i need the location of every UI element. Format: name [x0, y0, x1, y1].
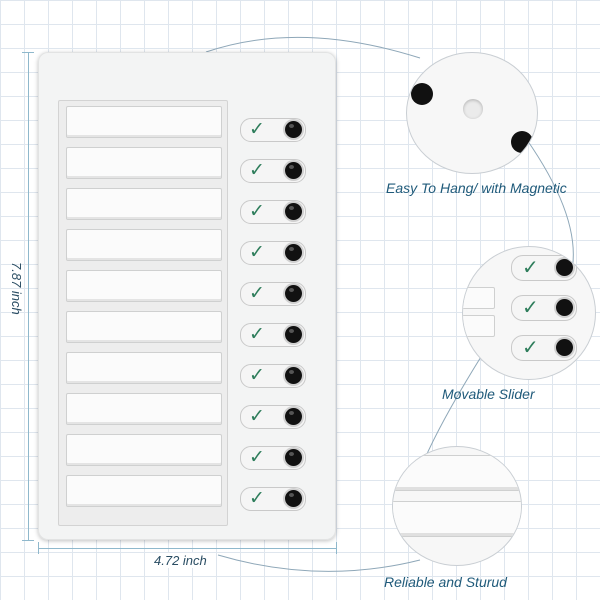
- check-icon: ✓: [249, 282, 265, 304]
- slider-detail-circle: ✓ ✓ ✓: [462, 246, 596, 380]
- slider-track[interactable]: ✓: [240, 323, 306, 347]
- task-slot: [66, 106, 222, 138]
- check-icon: ✓: [249, 405, 265, 427]
- height-dimension-tick-top: [22, 52, 34, 53]
- width-dimension-tick-right: [336, 542, 337, 554]
- slider-knob-icon: [556, 339, 573, 356]
- material-detail-circle: [392, 446, 522, 566]
- task-slot: [66, 475, 222, 507]
- check-icon: ✓: [249, 159, 265, 181]
- magnet-dot-icon: [511, 131, 533, 153]
- mini-slider-track: ✓: [511, 255, 577, 281]
- height-dimension-label: 7.87 inch: [9, 262, 24, 315]
- task-slot: [66, 434, 222, 466]
- slider-knob-icon: [556, 259, 573, 276]
- check-icon: ✓: [522, 295, 539, 319]
- mini-slider-track: ✓: [511, 295, 577, 321]
- check-icon: ✓: [249, 364, 265, 386]
- slider-knob-icon[interactable]: [285, 408, 302, 425]
- height-dimension-tick-bottom: [22, 540, 34, 541]
- slider-track[interactable]: ✓: [240, 159, 306, 183]
- task-slot: [66, 270, 222, 302]
- feature-caption-slider: Movable Slider: [442, 386, 535, 402]
- check-icon: ✓: [249, 200, 265, 222]
- slider-knob-icon[interactable]: [285, 367, 302, 384]
- height-dimension-line: [28, 52, 29, 540]
- magnet-detail-circle: [406, 52, 538, 174]
- slider-track[interactable]: ✓: [240, 282, 306, 306]
- task-slot: [66, 147, 222, 179]
- check-icon: ✓: [249, 487, 265, 509]
- check-icon: ✓: [249, 118, 265, 140]
- check-icon: ✓: [249, 241, 265, 263]
- check-icon: ✓: [249, 446, 265, 468]
- slider-track[interactable]: ✓: [240, 405, 306, 429]
- task-slot: [66, 393, 222, 425]
- slider-track[interactable]: ✓: [240, 487, 306, 511]
- slider-knob-icon[interactable]: [285, 449, 302, 466]
- width-dimension-label: 4.72 inch: [150, 553, 211, 568]
- task-slot: [66, 311, 222, 343]
- feature-caption-magnetic: Easy To Hang/ with Magnetic: [386, 180, 567, 196]
- mini-slot: [463, 315, 495, 337]
- check-icon: ✓: [249, 323, 265, 345]
- slider-knob-icon[interactable]: [285, 285, 302, 302]
- hang-hole-icon: [463, 99, 483, 119]
- slider-track[interactable]: ✓: [240, 241, 306, 265]
- slider-knob-icon: [556, 299, 573, 316]
- slider-track[interactable]: ✓: [240, 118, 306, 142]
- magnet-dot-icon: [411, 83, 433, 105]
- mini-slot: [393, 501, 521, 537]
- width-dimension-tick-left: [38, 542, 39, 554]
- slider-track[interactable]: ✓: [240, 364, 306, 388]
- slider-track[interactable]: ✓: [240, 200, 306, 224]
- slider-knob-icon[interactable]: [285, 244, 302, 261]
- width-dimension-line: [38, 548, 336, 549]
- task-slot: [66, 229, 222, 261]
- feature-caption-reliable: Reliable and Sturud: [384, 574, 507, 590]
- slider-knob-icon[interactable]: [285, 203, 302, 220]
- slider-knob-icon[interactable]: [285, 326, 302, 343]
- check-icon: ✓: [522, 255, 539, 279]
- slider-knob-icon[interactable]: [285, 121, 302, 138]
- mini-slot: [393, 455, 521, 491]
- slider-knob-icon[interactable]: [285, 162, 302, 179]
- mini-slider-track: ✓: [511, 335, 577, 361]
- check-icon: ✓: [522, 335, 539, 359]
- slider-knob-icon[interactable]: [285, 490, 302, 507]
- slider-track[interactable]: ✓: [240, 446, 306, 470]
- task-slot: [66, 188, 222, 220]
- mini-slot: [463, 287, 495, 309]
- task-slot: [66, 352, 222, 384]
